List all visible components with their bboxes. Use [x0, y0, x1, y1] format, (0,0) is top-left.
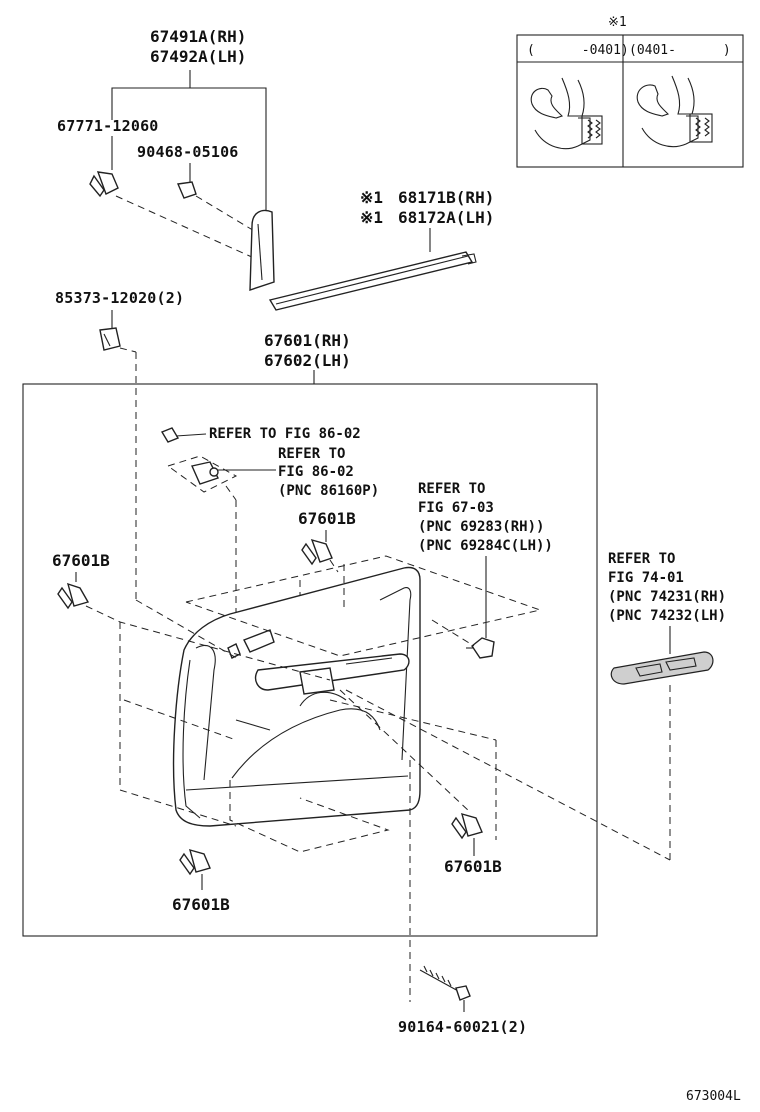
label-67601b-top: 67601B	[298, 509, 356, 528]
label-bracket-clip: 85373-12020(2)	[55, 289, 184, 307]
inset-col-right: (0401- )	[629, 43, 731, 58]
clip-67601b-top	[301, 538, 333, 566]
refer-74-01-line1: REFER TO	[608, 551, 675, 567]
label-trim-rh: 67601(RH)	[264, 331, 351, 350]
weatherstrip-part	[268, 251, 477, 311]
label-weatherstrip-lh: ※1	[360, 208, 383, 227]
label-clip-90468: 90468-05106	[137, 143, 239, 161]
bracket-clip-part	[99, 327, 121, 351]
refer-67-03-line2: FIG 67-03	[418, 500, 494, 516]
label-trim-lh: 67602(LH)	[264, 351, 351, 370]
clip-67601b-left	[57, 582, 90, 610]
label-67601b-bottom: 67601B	[172, 895, 230, 914]
switch-86160p	[166, 455, 276, 493]
inset-col-left: ( -0401)	[527, 43, 629, 58]
weatherstrip-profile-early	[530, 77, 603, 150]
screw-90164	[419, 965, 471, 1001]
label-screw: 90164-60021(2)	[398, 1018, 527, 1036]
label-weatherstrip-lh-pn: 68172A(LH)	[398, 208, 494, 227]
label-67601b-right: 67601B	[444, 857, 502, 876]
inset-frame	[516, 34, 744, 168]
refer-86-02-b-line3: (PNC 86160P)	[278, 483, 379, 499]
bolt-86-02	[160, 427, 207, 443]
door-trim-panel	[172, 566, 421, 827]
inset-title: ※1	[608, 15, 627, 30]
refer-74-01-line3: (PNC 74231(RH)	[608, 589, 726, 605]
clip-67771-part	[89, 171, 119, 198]
refer-fig-86-02-a: REFER TO FIG 86-02	[209, 426, 361, 442]
leader-garnish	[111, 87, 267, 212]
label-weatherstrip-rh: ※1	[360, 188, 383, 207]
refer-86-02-b-line1: REFER TO	[278, 446, 345, 462]
garnish-part	[249, 209, 275, 291]
assembly-dash-lines	[85, 555, 671, 1002]
label-weatherstrip-rh-pn: 68171B(RH)	[398, 188, 494, 207]
refer-86-02-b-line2: FIG 86-02	[278, 464, 354, 480]
figure-id: 673004L	[686, 1089, 741, 1104]
clip-90468-part	[176, 181, 197, 199]
clip-67601b-bottom	[179, 848, 211, 876]
refer-67-03-line1: REFER TO	[418, 481, 485, 497]
label-clip-67771: 67771-12060	[57, 117, 159, 135]
refer-67-03-line3: (PNC 69283(RH))	[418, 519, 544, 535]
trim-assembly-frame	[22, 383, 598, 937]
refer-74-01-line4: (PNC 74232(LH)	[608, 608, 726, 624]
clip-67601b-right	[451, 812, 483, 840]
refer-67-03-line4: (PNC 69284C(LH))	[418, 538, 553, 554]
courtesy-lamp-69283	[466, 637, 495, 659]
label-67601b-left: 67601B	[52, 551, 110, 570]
label-garnish-lh: 67492A(LH)	[150, 47, 246, 66]
weatherstrip-profile-late	[636, 75, 713, 148]
label-garnish-rh: 67491A(RH)	[150, 27, 246, 46]
refer-74-01-line2: FIG 74-01	[608, 570, 684, 586]
power-window-switch-bezel	[610, 651, 714, 685]
variant-inset: ※1 ( -0401) (0401- )	[516, 15, 744, 168]
